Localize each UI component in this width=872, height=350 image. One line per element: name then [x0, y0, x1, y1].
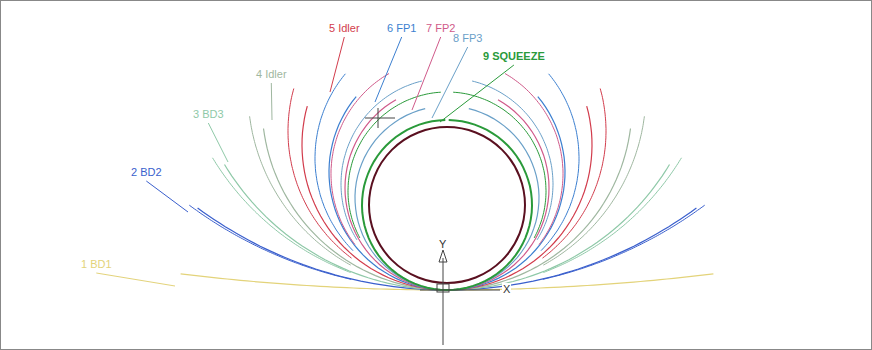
roll-outline: [189, 205, 351, 279]
roll-outline: [331, 74, 389, 245]
roll-outline: [315, 74, 353, 251]
station-label: 4 Idler: [255, 68, 288, 80]
axis-label: X: [502, 283, 511, 295]
roll-outline: [213, 158, 351, 273]
roll-outline: [348, 92, 441, 238]
station-label: 5 Idler: [328, 22, 361, 34]
station-label: 2 BD2: [130, 166, 163, 178]
axis-label: Y: [438, 238, 447, 250]
station-label: 8 FP3: [452, 32, 483, 44]
leader-line: [271, 83, 273, 120]
station-label: 9 SQUEEZE: [482, 50, 546, 62]
roll-outline: [543, 158, 681, 273]
strip-profile: [225, 165, 670, 291]
roll-outline: [541, 74, 579, 251]
strip-profile: [198, 208, 697, 290]
leader-line: [330, 37, 344, 92]
tube-section: [369, 127, 525, 283]
station-label: 3 BD3: [192, 108, 225, 120]
strip-profile: [264, 129, 631, 291]
strip-profile: [355, 109, 539, 290]
roll-outline: [543, 205, 705, 279]
station-label: 1 BD1: [80, 258, 113, 270]
roll-outline: [505, 74, 563, 245]
leader-line: [96, 273, 175, 286]
leader-line: [440, 65, 514, 122]
strip-profile: [362, 120, 532, 290]
leader-line: [412, 37, 441, 110]
strip-profile: [329, 97, 565, 290]
station-label: 6 FP1: [386, 22, 417, 34]
strip-profile: [181, 274, 714, 290]
leader-line: [146, 181, 188, 212]
leader-line: [375, 37, 402, 102]
leader-line: [208, 123, 228, 162]
roll-outline: [453, 92, 546, 238]
strip-profile: [345, 100, 549, 290]
leader-line: [432, 47, 468, 118]
